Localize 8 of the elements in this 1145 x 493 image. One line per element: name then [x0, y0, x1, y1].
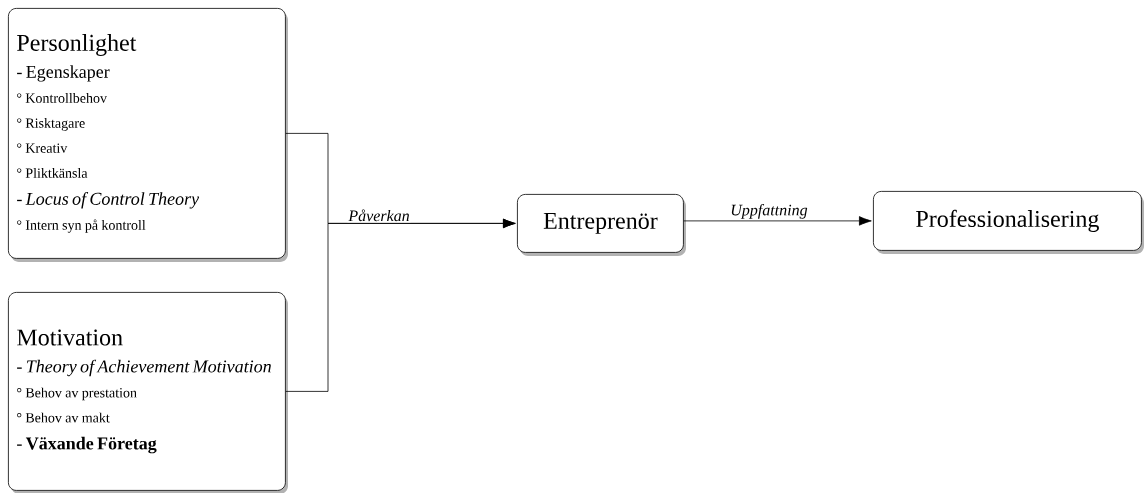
text-box: Entreprenör	[517, 194, 686, 256]
edge-label: Påverkan	[347, 208, 411, 223]
arrow	[683, 216, 872, 226]
text-box: Personlighet - Egenskaper ° Kontrollbehov ° Risktagare ° Kreativ ° Pliktkänsla - Locus of Control Theory ° Intern syn på kontroll	[8, 8, 288, 262]
arrow	[285, 218, 516, 392]
edge-label: Uppfattning	[729, 203, 809, 220]
text-box: Professionalisering	[873, 191, 1144, 254]
text-box: Motivation - Theory of Achievement Motivation ° Behov av prestation ° Behov av makt - Växande Företag	[8, 292, 288, 493]
